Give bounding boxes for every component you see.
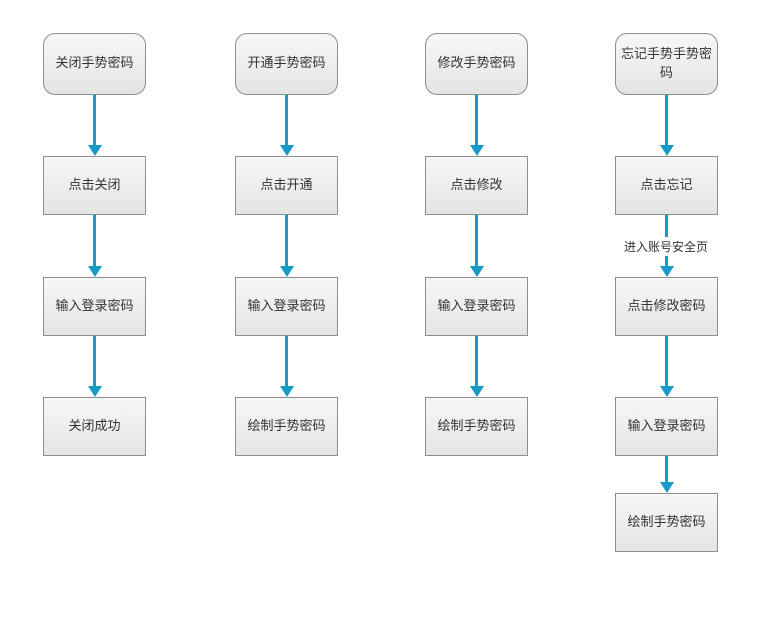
flow-arrow xyxy=(469,215,484,277)
flow-arrow xyxy=(279,95,294,156)
node-click-enable: 点击开通 xyxy=(235,156,338,215)
node-click-modify-password: 点击修改密码 xyxy=(615,277,718,336)
node-enable-gesture-start: 开通手势密码 xyxy=(235,33,338,95)
flow-arrow xyxy=(279,336,294,397)
node-enter-login-password-2: 输入登录密码 xyxy=(235,277,338,336)
arrow-down-icon xyxy=(659,386,674,397)
arrow-down-icon xyxy=(279,266,294,277)
node-forgot-gesture-start: 忘记手势手势密码 xyxy=(615,33,718,95)
node-modify-gesture-start: 修改手势密码 xyxy=(425,33,528,95)
flow-arrow xyxy=(87,336,102,397)
arrow-down-icon xyxy=(469,145,484,156)
arrow-down-icon xyxy=(659,145,674,156)
node-enter-login-password-1: 输入登录密码 xyxy=(43,277,146,336)
flow-arrow xyxy=(469,95,484,156)
arrow-down-icon xyxy=(87,145,102,156)
edge-label-account-security: 进入账号安全页 xyxy=(606,237,726,256)
flow-arrow xyxy=(469,336,484,397)
node-close-gesture-start: 关闭手势密码 xyxy=(43,33,146,95)
arrow-down-icon xyxy=(659,482,674,493)
arrow-down-icon xyxy=(279,145,294,156)
flow-arrow xyxy=(659,336,674,397)
arrow-down-icon xyxy=(659,266,674,277)
arrow-down-icon xyxy=(469,386,484,397)
node-click-forgot: 点击忘记 xyxy=(615,156,718,215)
arrow-down-icon xyxy=(87,386,102,397)
node-click-modify: 点击修改 xyxy=(425,156,528,215)
flow-arrow xyxy=(659,456,674,493)
arrow-down-icon xyxy=(87,266,102,277)
arrow-down-icon xyxy=(469,266,484,277)
flow-arrow xyxy=(87,215,102,277)
node-enter-login-password-4: 输入登录密码 xyxy=(615,397,718,456)
node-draw-gesture-3: 绘制手势密码 xyxy=(425,397,528,456)
flow-arrow xyxy=(279,215,294,277)
flow-arrow xyxy=(87,95,102,156)
node-click-close: 点击关闭 xyxy=(43,156,146,215)
node-enter-login-password-3: 输入登录密码 xyxy=(425,277,528,336)
node-draw-gesture-4: 绘制手势密码 xyxy=(615,493,718,552)
node-close-success: 关闭成功 xyxy=(43,397,146,456)
arrow-down-icon xyxy=(279,386,294,397)
node-draw-gesture-2: 绘制手势密码 xyxy=(235,397,338,456)
flow-arrow xyxy=(659,95,674,156)
